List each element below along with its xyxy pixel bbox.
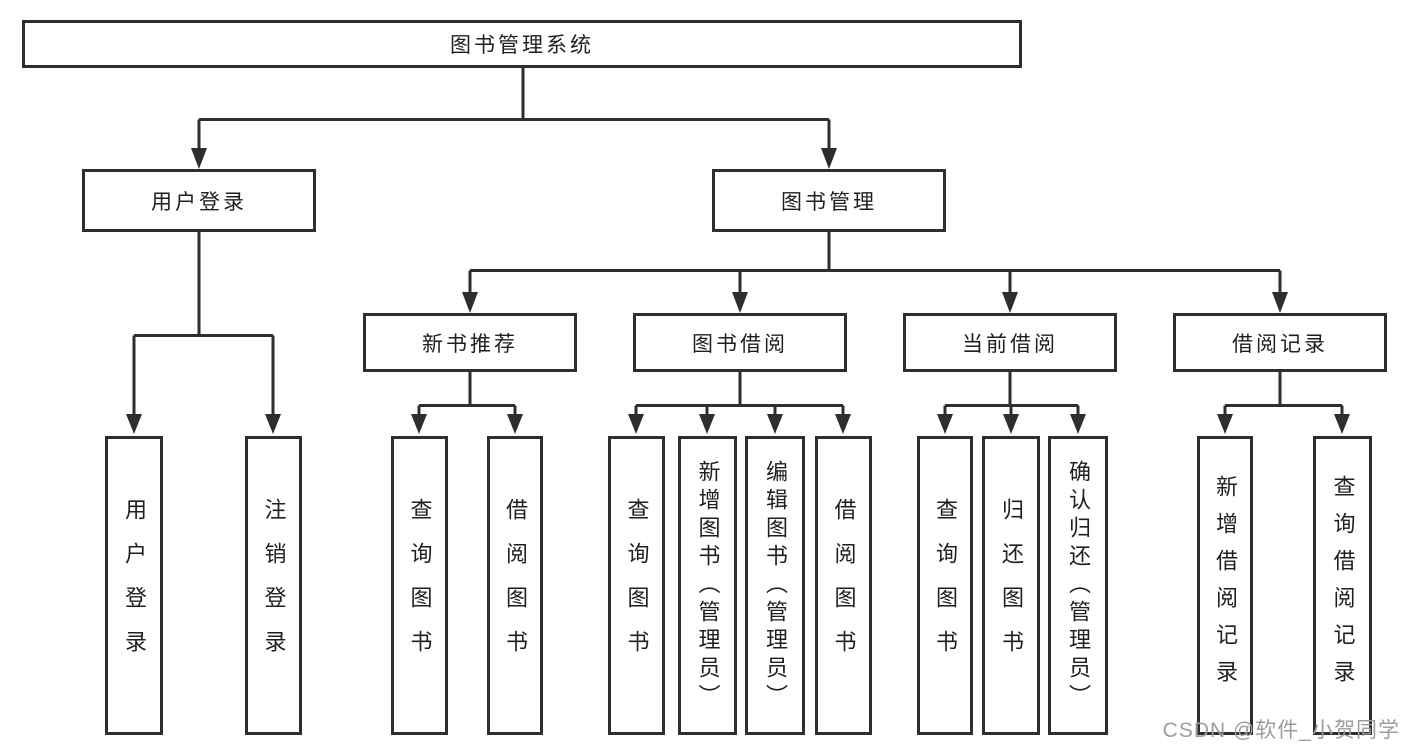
leaf-label: 确认归还（管理员） (1066, 459, 1091, 712)
leaf-label: 查询图书 (624, 497, 650, 674)
watermark: CSDN @软件_小贺同学 (1162, 719, 1400, 742)
leaf-label: 借阅图书 (503, 497, 528, 674)
leaf-label: 新增图书（管理员） (695, 459, 721, 712)
leaf-add-book-admin: 新增图书（管理员） (678, 436, 737, 735)
leaf-label: 新增借阅记录 (1213, 474, 1238, 697)
node-new-book-recommend: 新书推荐 (363, 313, 577, 372)
leaf-label: 注销登录 (261, 497, 287, 674)
leaf-return-books: 归还图书 (982, 436, 1040, 735)
leaf-add-borrow-record: 新增借阅记录 (1197, 436, 1253, 735)
node-book-borrowing: 图书借阅 (633, 313, 847, 372)
node-book-management: 图书管理 (712, 169, 946, 232)
leaf-label: 归还图书 (999, 497, 1024, 674)
node-borrowing-records: 借阅记录 (1173, 313, 1387, 372)
node-user-login: 用户登录 (82, 169, 316, 232)
leaf-label: 查询图书 (933, 497, 958, 674)
leaf-query-borrow-record: 查询借阅记录 (1313, 436, 1372, 735)
leaf-label: 查询图书 (407, 497, 433, 674)
node-library-system: 图书管理系统 (22, 20, 1022, 68)
leaf-query-books-3: 查询图书 (917, 436, 973, 735)
leaf-query-books-1: 查询图书 (391, 436, 448, 735)
leaf-label: 借阅图书 (831, 497, 857, 674)
leaf-edit-book-admin: 编辑图书（管理员） (745, 436, 805, 735)
leaf-confirm-return-admin: 确认归还（管理员） (1048, 436, 1108, 735)
leaf-query-books-2: 查询图书 (608, 436, 665, 735)
node-current-borrowing: 当前借阅 (903, 313, 1117, 372)
leaf-logout-login: 注销登录 (245, 436, 302, 735)
leaf-borrow-books-1: 借阅图书 (487, 436, 543, 735)
leaf-label: 编辑图书（管理员） (763, 459, 788, 712)
leaf-label: 查询借阅记录 (1330, 474, 1356, 697)
leaf-borrow-books-2: 借阅图书 (815, 436, 872, 735)
leaf-label: 用户登录 (122, 497, 147, 674)
leaf-user-login: 用户登录 (105, 436, 163, 735)
